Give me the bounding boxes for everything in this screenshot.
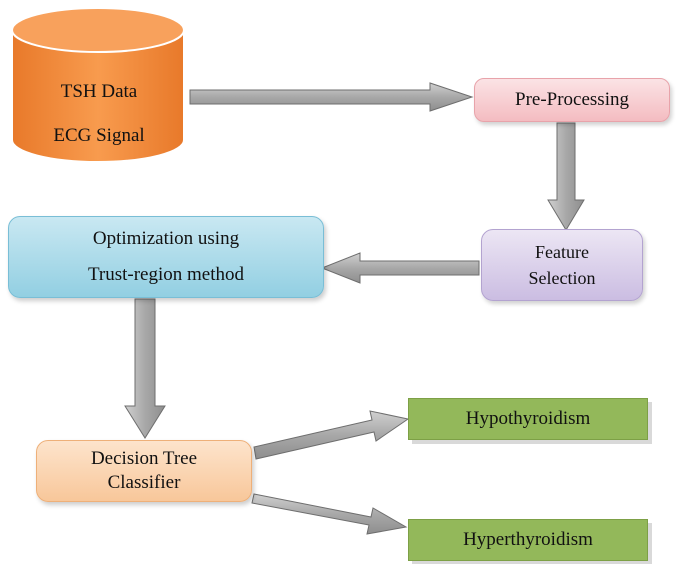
arrow-classifier-to-hyperthyroidism <box>251 493 408 535</box>
arrow-classifier-to-hypothyroidism <box>253 410 410 460</box>
optimization-line2: Trust-region method <box>87 264 245 285</box>
data-source-line1: TSH Data <box>60 81 138 102</box>
hyperthyroidism-label: Hyperthyroidism <box>463 529 593 550</box>
hypothyroidism-box: Hypothyroidism <box>408 398 648 440</box>
data-source-label: TSH Data ECG Signal <box>14 70 184 158</box>
feature-selection-line2: Selection <box>528 268 596 288</box>
arrow-source-to-preprocessing <box>189 82 474 112</box>
arrow-feature-to-optimization <box>320 252 480 284</box>
feature-selection-line1: Feature <box>535 242 589 262</box>
classifier-line1: Decision Tree <box>90 448 198 469</box>
preprocessing-label: Pre-Processing <box>515 89 629 110</box>
optimization-line1: Optimization using <box>92 228 240 249</box>
decision-tree-classifier-box: Decision Tree Classifier <box>36 440 252 502</box>
hyperthyroidism-box: Hyperthyroidism <box>408 519 648 561</box>
feature-selection-box: Feature Selection <box>481 229 643 301</box>
preprocessing-box: Pre-Processing <box>474 78 670 122</box>
arrow-preprocessing-to-feature <box>547 122 585 231</box>
hypothyroidism-label: Hypothyroidism <box>465 408 591 429</box>
arrow-optimization-to-classifier <box>124 298 166 439</box>
data-source-line2: ECG Signal <box>53 125 145 146</box>
classifier-line2: Classifier <box>107 472 181 493</box>
data-source-cylinder <box>11 7 185 163</box>
optimization-box: Optimization using Trust-region method <box>8 216 324 298</box>
